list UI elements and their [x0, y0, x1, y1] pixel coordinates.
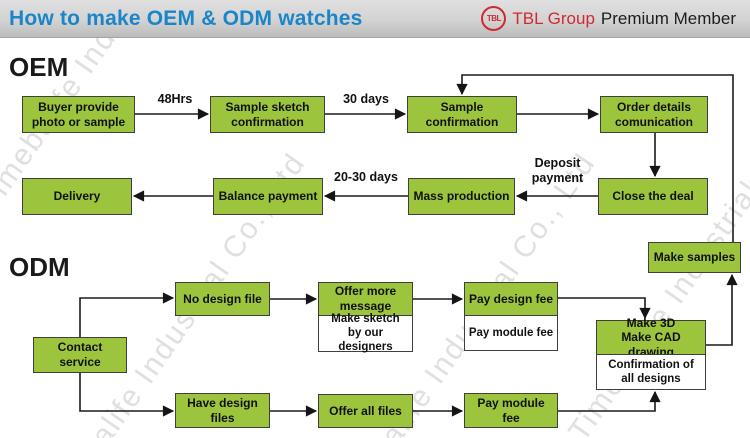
node-balance-payment: Balance payment	[213, 178, 323, 215]
edge-contact-to-nodesign	[79, 292, 175, 337]
node-sample-sketch: Sample sketch confirmation	[210, 96, 325, 133]
node-offer-all-files: Offer all files	[318, 394, 413, 428]
edge-label-deposit: Deposit payment	[531, 156, 584, 185]
edge-make3d-to-makesamples	[706, 273, 738, 346]
tbl-logo-icon: TBL	[481, 6, 507, 31]
node-pay-module-fee-sub: Pay module fee	[464, 314, 558, 351]
node-no-design-file: No design file	[175, 282, 270, 316]
edge-paydesign-to-make3d	[558, 297, 651, 320]
header-bar: How to make OEM & ODM watches TBL TBL Gr…	[0, 0, 750, 38]
edge-label-48hrs: 48Hrs	[157, 92, 193, 106]
node-make-3d-cad: Make 3D Make CAD drawing	[596, 316, 706, 359]
node-make-sketch-designers: Make sketch by our designers	[318, 313, 413, 353]
brand-logo: TBL TBL Group Premium Member	[481, 6, 736, 31]
node-pay-design-fee: Pay design fee	[464, 282, 558, 316]
section-label-odm: ODM	[9, 252, 70, 282]
membership-label: Premium Member	[600, 8, 736, 28]
node-have-design-files: Have design files	[175, 393, 270, 428]
edge-label-30days: 30 days	[343, 92, 389, 106]
node-contact-service: Contact service	[33, 337, 127, 373]
section-label-oem: OEM	[9, 52, 69, 82]
node-order-details: Order details comunication	[600, 96, 708, 133]
edge-paymodule-to-confirmation	[558, 390, 661, 412]
node-mass-production: Mass production	[408, 178, 515, 215]
node-close-the-deal: Close the deal	[598, 178, 708, 215]
node-delivery: Delivery	[22, 178, 132, 215]
edge-makesamples-to-sampleconf	[456, 74, 734, 242]
node-pay-module-fee: Pay module fee	[464, 393, 558, 428]
page-title: How to make OEM & ODM watches	[9, 6, 363, 30]
node-buyer-provide: Buyer provide photo or sample	[22, 96, 135, 133]
node-sample-confirmation: Sample confirmation	[407, 96, 517, 133]
edge-contact-to-havedesign	[79, 373, 175, 417]
edge-label-2030days: 20-30 days	[334, 170, 398, 184]
node-confirmation-designs: Confirmation of all designs	[596, 353, 706, 390]
node-make-samples: Make samples	[648, 242, 741, 273]
brand-name: TBL Group	[512, 8, 595, 28]
node-offer-more-message: Offer more message	[318, 282, 413, 316]
